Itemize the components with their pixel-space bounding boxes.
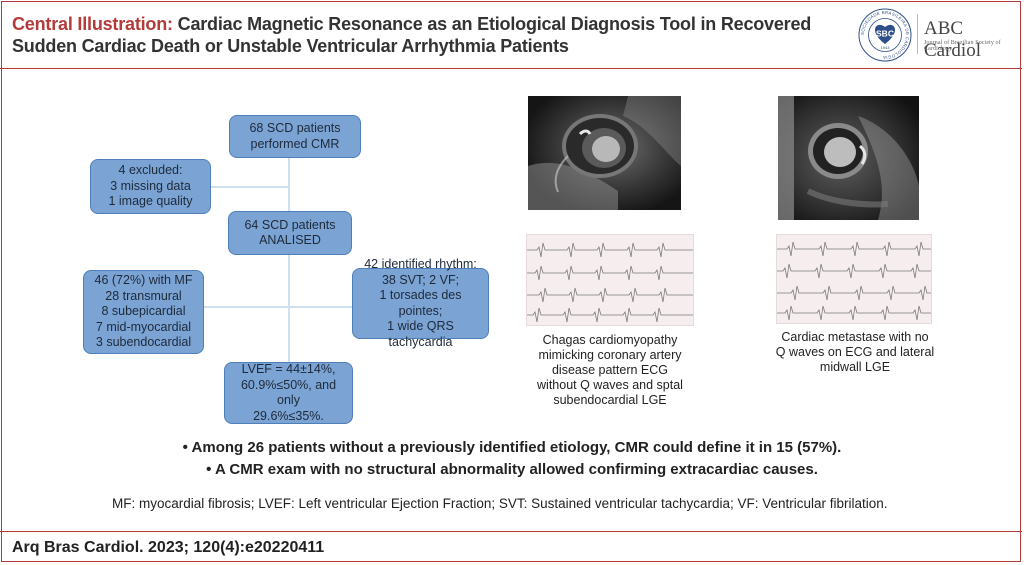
box-line: performed CMR	[250, 136, 340, 151]
abc-cardiol-subtitle: Journal of Brazilian Society of Cardiolo…	[924, 40, 1001, 52]
heart-icon	[875, 24, 895, 44]
box-line: 1 wide QRS tachycardia	[387, 319, 454, 349]
caption-line: Cardiac metastase with no	[781, 330, 929, 344]
sbc-logo-text: SBC	[876, 29, 894, 39]
box-line: 42 identified rhythm:	[364, 257, 477, 271]
sbc-logo-year: 1943	[881, 45, 891, 50]
ecg-strip-chagas	[526, 234, 694, 326]
box-line: 1 image quality	[108, 194, 193, 209]
caption-chagas: Chagas cardiomyopathy mimicking coronary…	[528, 333, 692, 408]
title-text: Cardiac Magnetic Resonance as an Etiolog…	[12, 14, 812, 56]
box-line: 64 SCD patients	[244, 217, 336, 232]
box-line: LVEF = 44±14%,	[241, 362, 336, 376]
box-line: 29.6%≤35%.	[253, 408, 324, 423]
logo-divider	[917, 14, 918, 54]
box-line: 38 SVT; 2 VF;	[381, 272, 460, 287]
key-findings: • Among 26 patients without a previously…	[0, 437, 1024, 481]
box-line: 28 transmural	[105, 288, 182, 303]
box-line: 46 (72%) with MF	[94, 273, 193, 288]
box-analysed: 64 SCD patients ANALISED	[228, 211, 352, 255]
box-line: 1 torsades des pointes;	[379, 288, 462, 318]
caption-line: mimicking coronary artery	[538, 348, 682, 362]
header: Central Illustration: Cardiac Magnetic R…	[0, 0, 1022, 68]
citation: Arq Bras Cardiol. 2023; 120(4):e20220411	[12, 539, 325, 556]
box-line: 3 subendocardial	[95, 335, 192, 350]
caption-line: subendocardial LGE	[553, 393, 667, 407]
box-fibrosis: 46 (72%) with MF 28 transmural 8 subepic…	[83, 270, 204, 354]
cmr-image-chagas	[528, 96, 681, 210]
box-line: 7 mid-myocardial	[95, 319, 192, 334]
connector-vertical	[288, 158, 290, 364]
connector-horizontal	[204, 306, 352, 308]
header-divider	[0, 68, 1022, 69]
box-line: 4 excluded:	[118, 163, 183, 178]
caption-line: disease pattern ECG	[551, 363, 669, 377]
caption-line: without Q waves and sptal	[537, 378, 683, 392]
sbc-logo: SOCIEDADE BRASILEIRA DE CARDIOLOGIA SBC …	[858, 8, 912, 62]
caption-metastasis: Cardiac metastase with no Q waves on ECG…	[770, 330, 940, 375]
page-title: Central Illustration: Cardiac Magnetic R…	[12, 13, 832, 57]
footer-divider	[0, 531, 1022, 532]
box-line: 60.9%≤50%, and only	[240, 377, 337, 408]
caption-line: Chagas cardiomyopathy	[542, 333, 678, 347]
caption-line: midwall LGE	[819, 360, 891, 374]
finding-1: • Among 26 patients without a previously…	[182, 439, 842, 456]
box-line: 8 subepicardial	[101, 304, 186, 319]
title-highlight: Central Illustration:	[12, 14, 173, 34]
abbreviations: MF: myocardial fibrosis; LVEF: Left vent…	[112, 496, 888, 511]
connector-excluded	[210, 186, 288, 188]
box-excluded: 4 excluded: 3 missing data 1 image quali…	[90, 159, 211, 214]
box-rhythm: 42 identified rhythm: 38 SVT; 2 VF; 1 to…	[352, 257, 489, 349]
box-line: ANALISED	[259, 233, 321, 247]
box-lvef: LVEF = 44±14%, 60.9%≤50%, and only 29.6%…	[224, 362, 353, 424]
box-line: 68 SCD patients	[249, 121, 341, 135]
box-line: 3 missing data	[110, 178, 191, 193]
finding-2: • A CMR exam with no structural abnormal…	[206, 461, 818, 478]
abc-cardiol-logo: ABC Cardiol	[924, 18, 981, 61]
cmr-image-metastasis	[778, 96, 919, 220]
box-performed-cmr: 68 SCD patients performed CMR	[229, 115, 361, 158]
caption-line: Q waves on ECG and lateral	[775, 345, 935, 359]
ecg-strip-metastasis	[776, 234, 932, 324]
